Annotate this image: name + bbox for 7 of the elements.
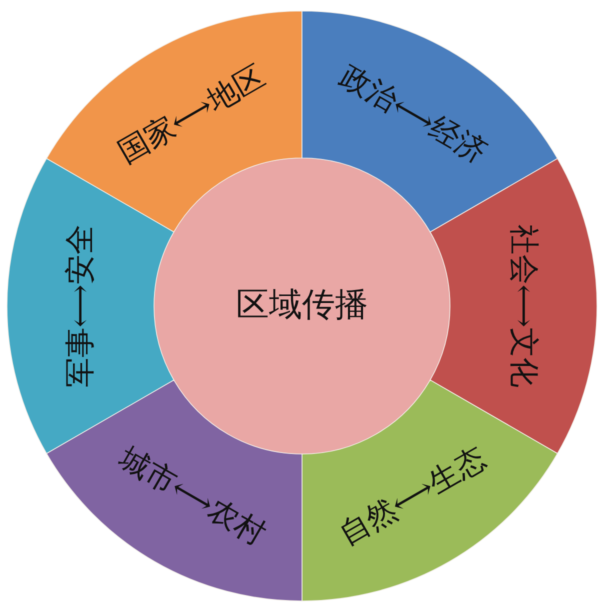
segment-label: 社会⟷文化	[508, 224, 538, 388]
segment-label: 政治⟷经济	[334, 60, 491, 168]
segment-label: 军事⟷安全	[66, 224, 96, 388]
segment-label: 国家⟷地区	[113, 60, 270, 168]
segment-label: 城市⟷农村	[113, 444, 270, 552]
segment-label: 自然⟷生态	[334, 444, 491, 552]
circle-label: 区域传播	[236, 290, 368, 322]
